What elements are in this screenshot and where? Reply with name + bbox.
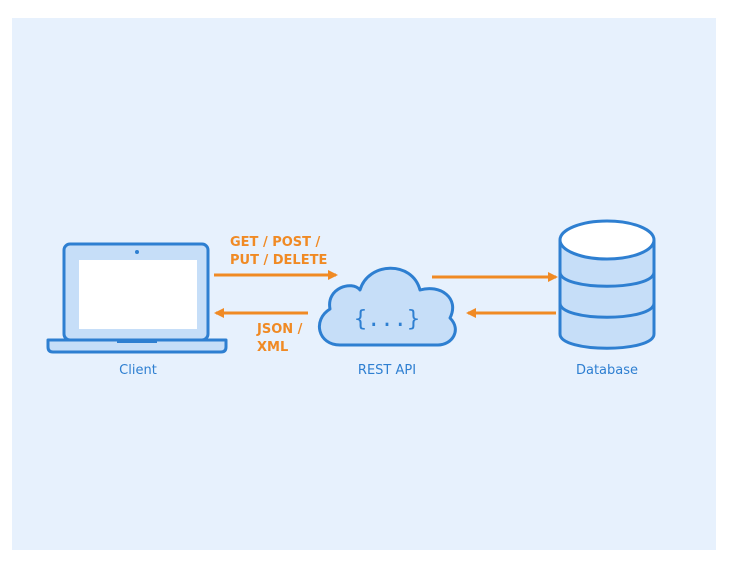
- response-format-label-line2: XML: [257, 340, 288, 355]
- json-braces-symbol: {...}: [354, 307, 420, 332]
- response-format-label-line1: JSON /: [256, 322, 303, 337]
- request-methods-label-line1: GET / POST /: [230, 235, 321, 250]
- laptop-icon: [46, 242, 228, 354]
- database-icon: [558, 219, 656, 350]
- database-label: Database: [576, 363, 638, 378]
- rest-api-label: REST API: [358, 363, 416, 378]
- request-methods-label-line2: PUT / DELETE: [230, 253, 327, 268]
- cloud-icon: [318, 266, 457, 347]
- client-label: Client: [119, 363, 157, 378]
